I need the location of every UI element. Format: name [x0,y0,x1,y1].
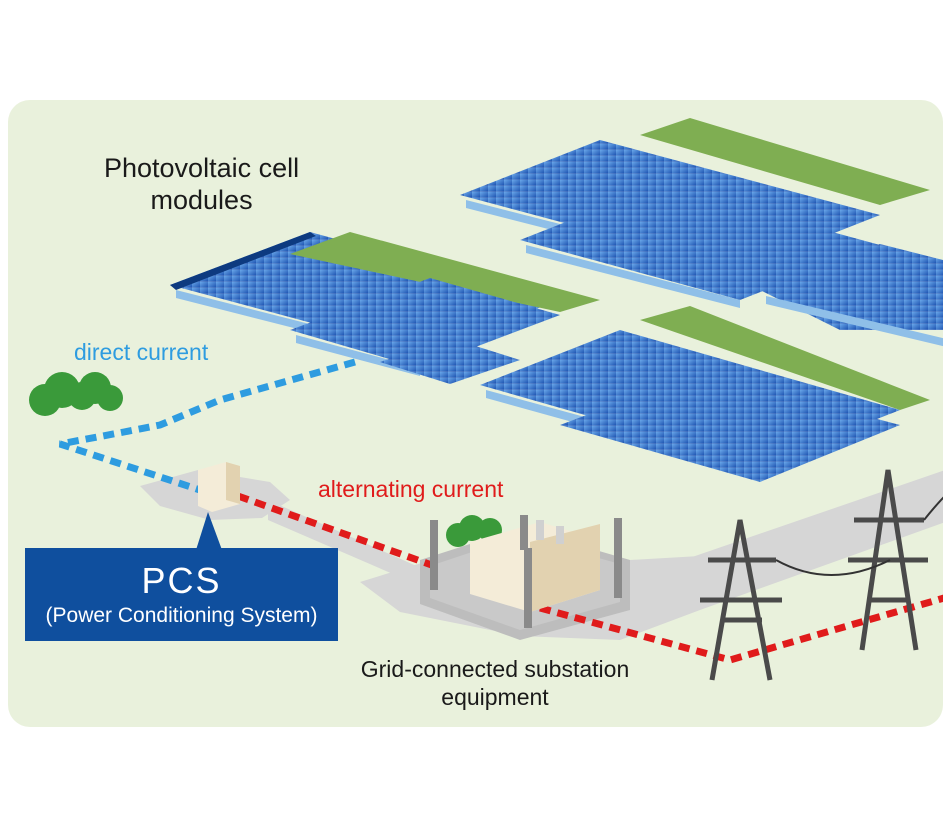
direct-current-label: direct current [74,339,209,365]
pcs-title: PCS [141,560,222,601]
pv-modules-label-line1: Photovoltaic cell [104,153,300,183]
pv-modules-label-line2: modules [150,185,253,216]
tree-icon [29,372,502,547]
substation-icon [430,515,622,628]
pcs-callout-box: PCS (Power Conditioning System) [25,548,338,641]
substation-label-line2: equipment [441,683,549,710]
pcs-subtitle: (Power Conditioning System) [45,604,318,627]
alternating-current-line [236,492,943,664]
substation-label: Grid-connected substation equipment [318,656,672,711]
pcs-callout-pointer [196,512,222,550]
substation-label-line1: Grid-connected substation [360,656,630,682]
pv-modules-label: Photovoltaic cell modules [104,152,299,217]
pcs-inverter-icon [198,462,240,512]
direct-current-line [58,358,356,494]
alternating-current-label: alternating current [318,476,504,502]
transmission-tower-icon [700,469,943,681]
solar-panel-array-icon [170,118,943,482]
